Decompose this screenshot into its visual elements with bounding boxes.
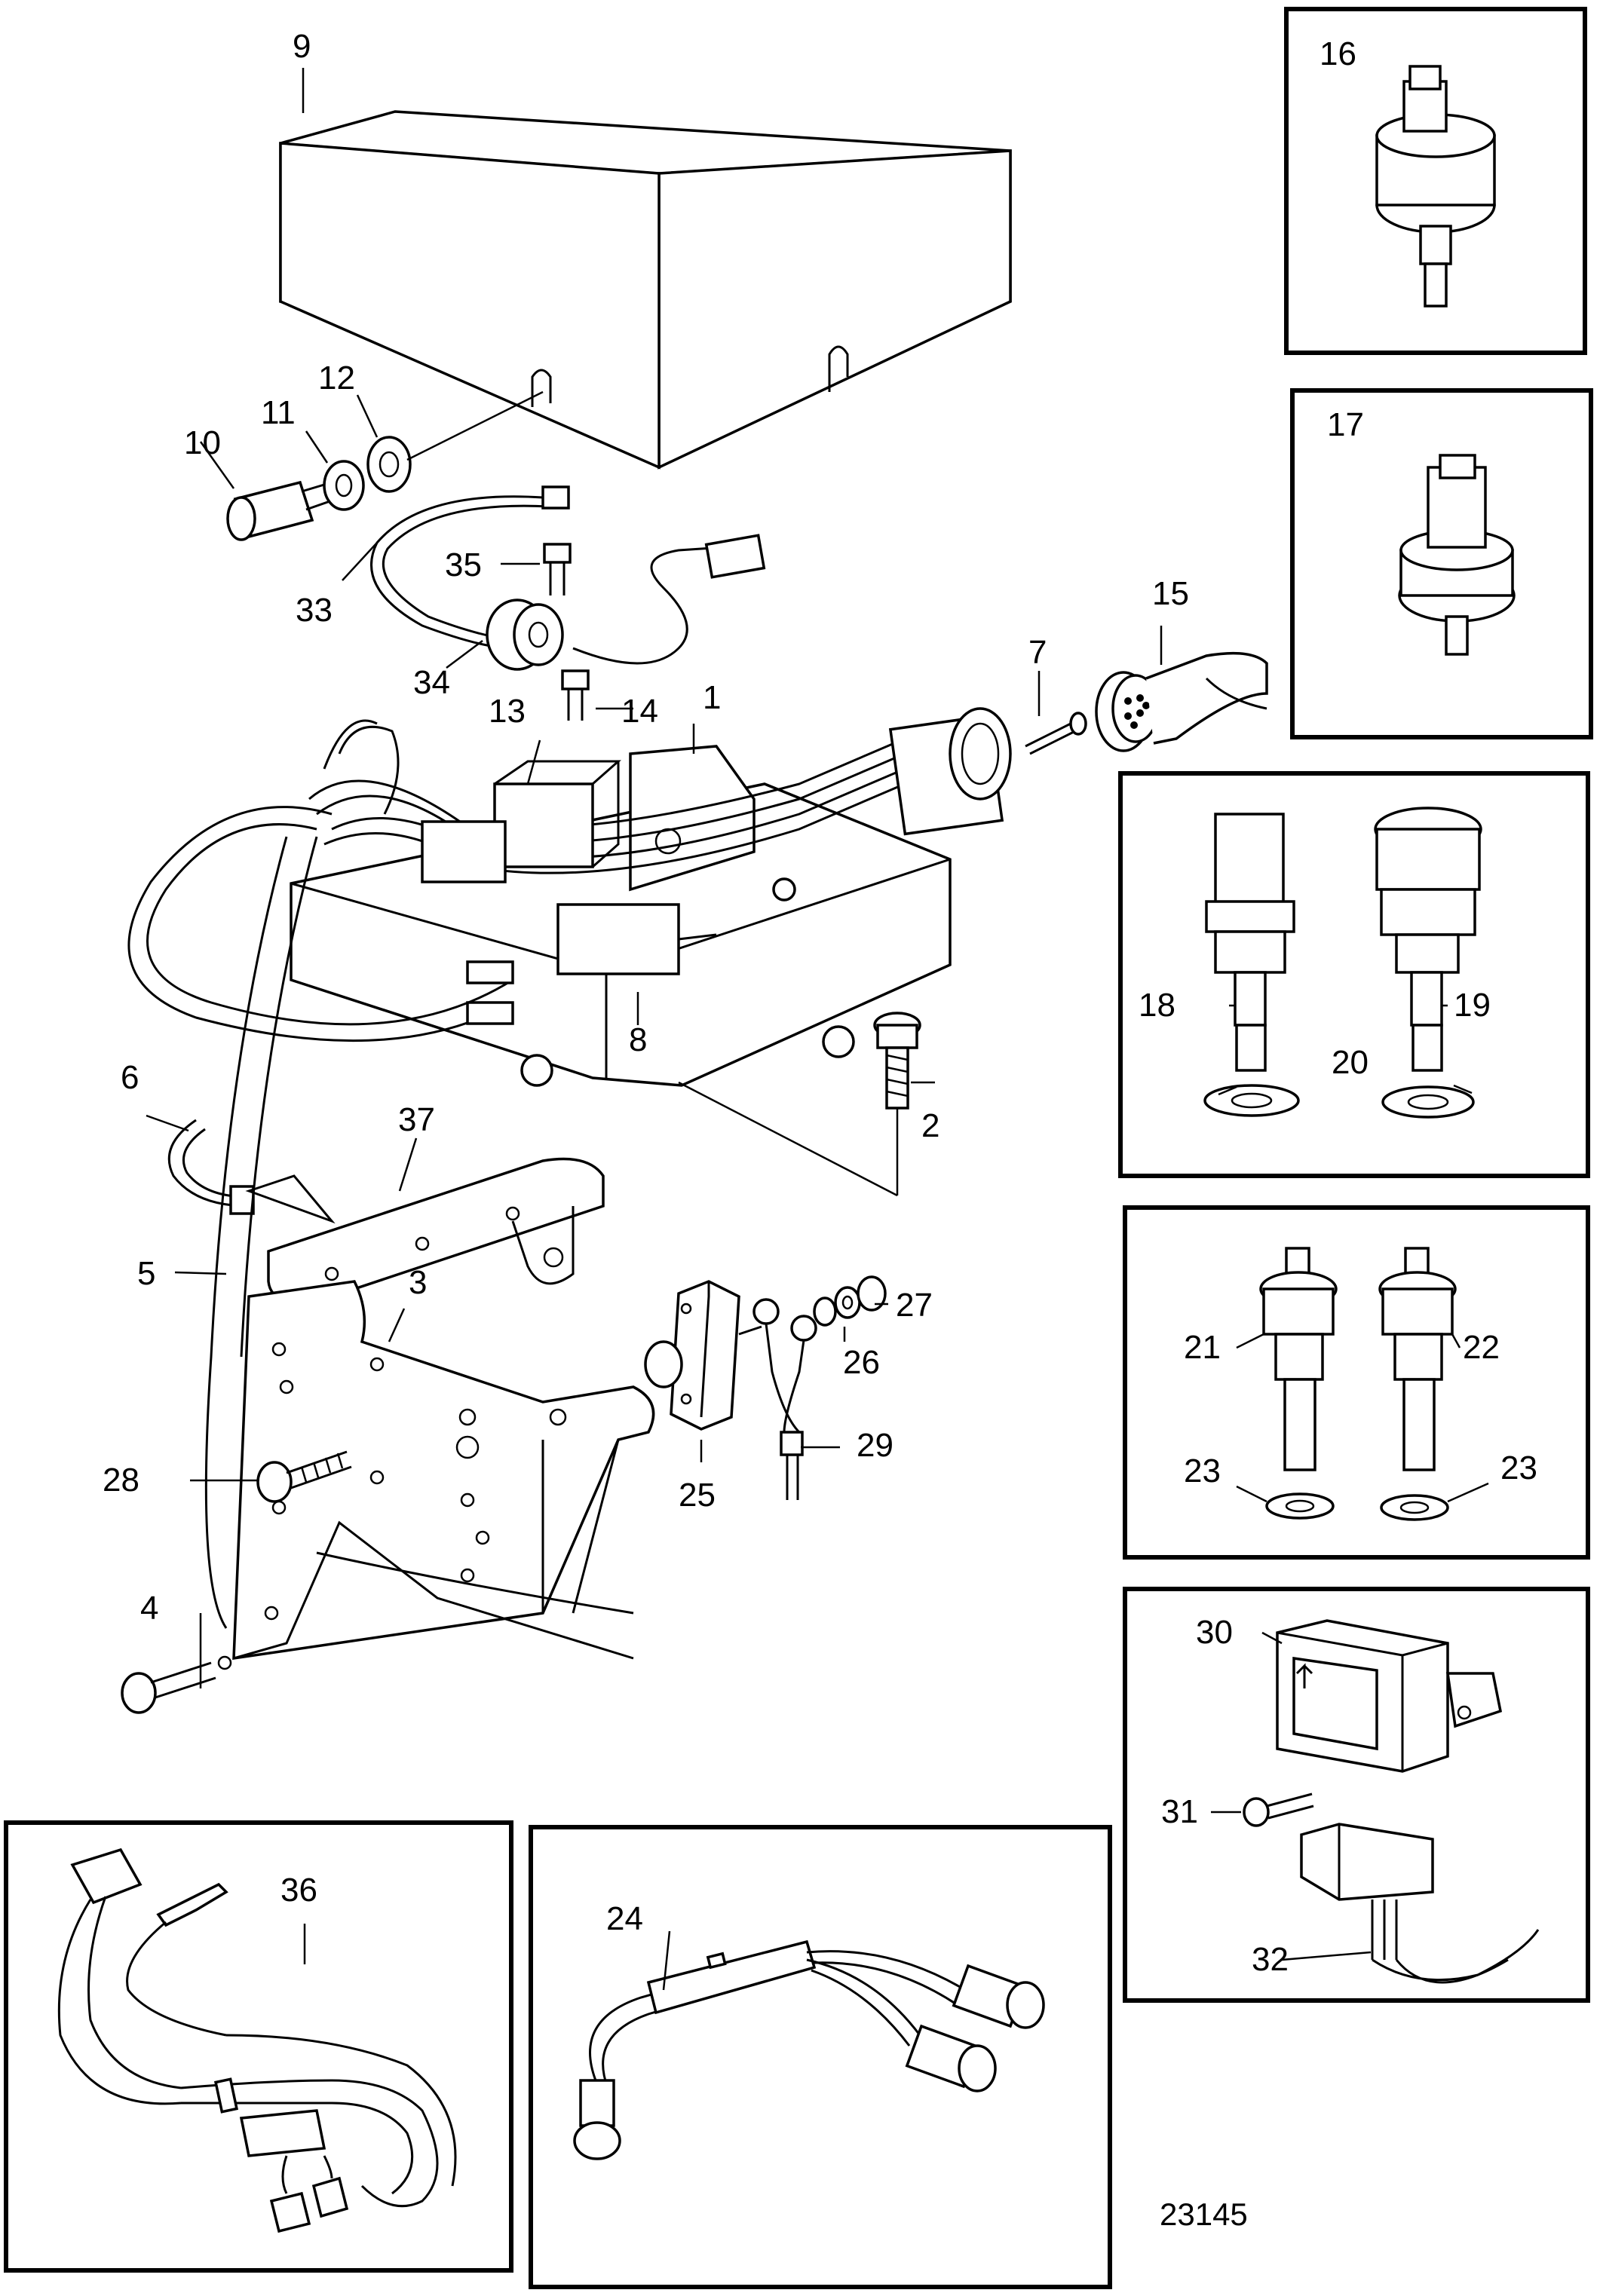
callout-34: 34 <box>413 664 450 701</box>
senders-parts-21-23 <box>1259 1247 1457 1521</box>
mounting-bracket-parts-3-5 <box>204 836 655 1661</box>
inset-frame-18-20 <box>1118 771 1590 1178</box>
bolt-part-4 <box>121 1655 232 1714</box>
callout-24: 24 <box>606 1900 643 1937</box>
callout-12: 12 <box>318 360 355 396</box>
callout-15: 15 <box>1152 575 1189 612</box>
screw-part-2 <box>678 1012 921 1197</box>
callout-labels: 1 2 3 4 5 6 7 8 9 10 11 12 13 14 15 16 1… <box>103 28 1537 1978</box>
adapter-cable-part-24 <box>573 1939 1045 2160</box>
callout-27: 27 <box>896 1287 933 1324</box>
callout-29: 29 <box>857 1427 893 1464</box>
plate-part-37 <box>267 1157 605 1303</box>
callout-36: 36 <box>280 1872 317 1909</box>
callout-21: 21 <box>1184 1329 1221 1366</box>
callout-3: 3 <box>409 1264 427 1301</box>
inset-frame-36 <box>4 1820 513 2273</box>
cable-grommet-screw-33-35 <box>370 485 766 721</box>
inset-frame-24 <box>529 1825 1112 2289</box>
callout-18: 18 <box>1139 987 1175 1024</box>
cover-part-9 <box>279 110 1012 470</box>
callout-5: 5 <box>137 1255 155 1292</box>
callout-10: 10 <box>184 424 221 461</box>
callout-35: 35 <box>445 546 482 583</box>
pressure-sensor-part-16 <box>1375 65 1496 308</box>
knob-washers-10-12 <box>226 390 544 541</box>
callout-14: 14 <box>621 693 658 730</box>
callout-4: 4 <box>140 1590 158 1627</box>
plug-and-bolt-7-15 <box>1025 651 1268 755</box>
callout-30: 30 <box>1196 1614 1233 1651</box>
callout-9: 9 <box>293 28 311 65</box>
callout-20: 20 <box>1332 1044 1369 1081</box>
callout-leader-lines <box>146 68 1489 1991</box>
callout-22: 22 <box>1463 1329 1500 1366</box>
callout-16: 16 <box>1320 35 1356 72</box>
callout-7: 7 <box>1028 634 1047 671</box>
inset-frame-17 <box>1290 388 1593 739</box>
callout-1: 1 <box>703 679 721 716</box>
callout-31: 31 <box>1161 1793 1198 1830</box>
callout-17: 17 <box>1327 406 1364 443</box>
callout-26: 26 <box>843 1344 880 1381</box>
callout-37: 37 <box>398 1101 435 1138</box>
inset-frame-21-23 <box>1123 1205 1590 1560</box>
callout-2: 2 <box>921 1107 939 1144</box>
inset-frame-16 <box>1284 7 1587 355</box>
control-unit-bracket-part-1 <box>127 707 1012 1087</box>
callout-6: 6 <box>121 1059 139 1096</box>
callout-33: 33 <box>296 592 333 629</box>
wiring-harness-part-36 <box>57 1848 457 2233</box>
control-module-parts-30-32 <box>1243 1619 1540 1984</box>
screw-part-28 <box>256 1450 352 1503</box>
cable-tie-part-6 <box>167 1119 336 1224</box>
callout-32: 32 <box>1252 1941 1289 1978</box>
sensors-parts-18-20 <box>1203 807 1482 1119</box>
callout-25: 25 <box>679 1477 716 1514</box>
callout-8: 8 <box>629 1021 647 1058</box>
callout-11: 11 <box>261 394 296 431</box>
callout-23-left: 23 <box>1184 1453 1221 1489</box>
callout-19: 19 <box>1454 987 1491 1024</box>
document-number: 23145 <box>1160 2197 1248 2232</box>
inset-frame-30-32 <box>1123 1587 1590 2003</box>
callout-23-right: 23 <box>1500 1450 1537 1486</box>
sensor-part-17 <box>1398 454 1516 656</box>
callout-13: 13 <box>489 693 526 730</box>
switch-and-terminals-25-29 <box>644 1275 887 1500</box>
callout-28: 28 <box>103 1462 139 1499</box>
